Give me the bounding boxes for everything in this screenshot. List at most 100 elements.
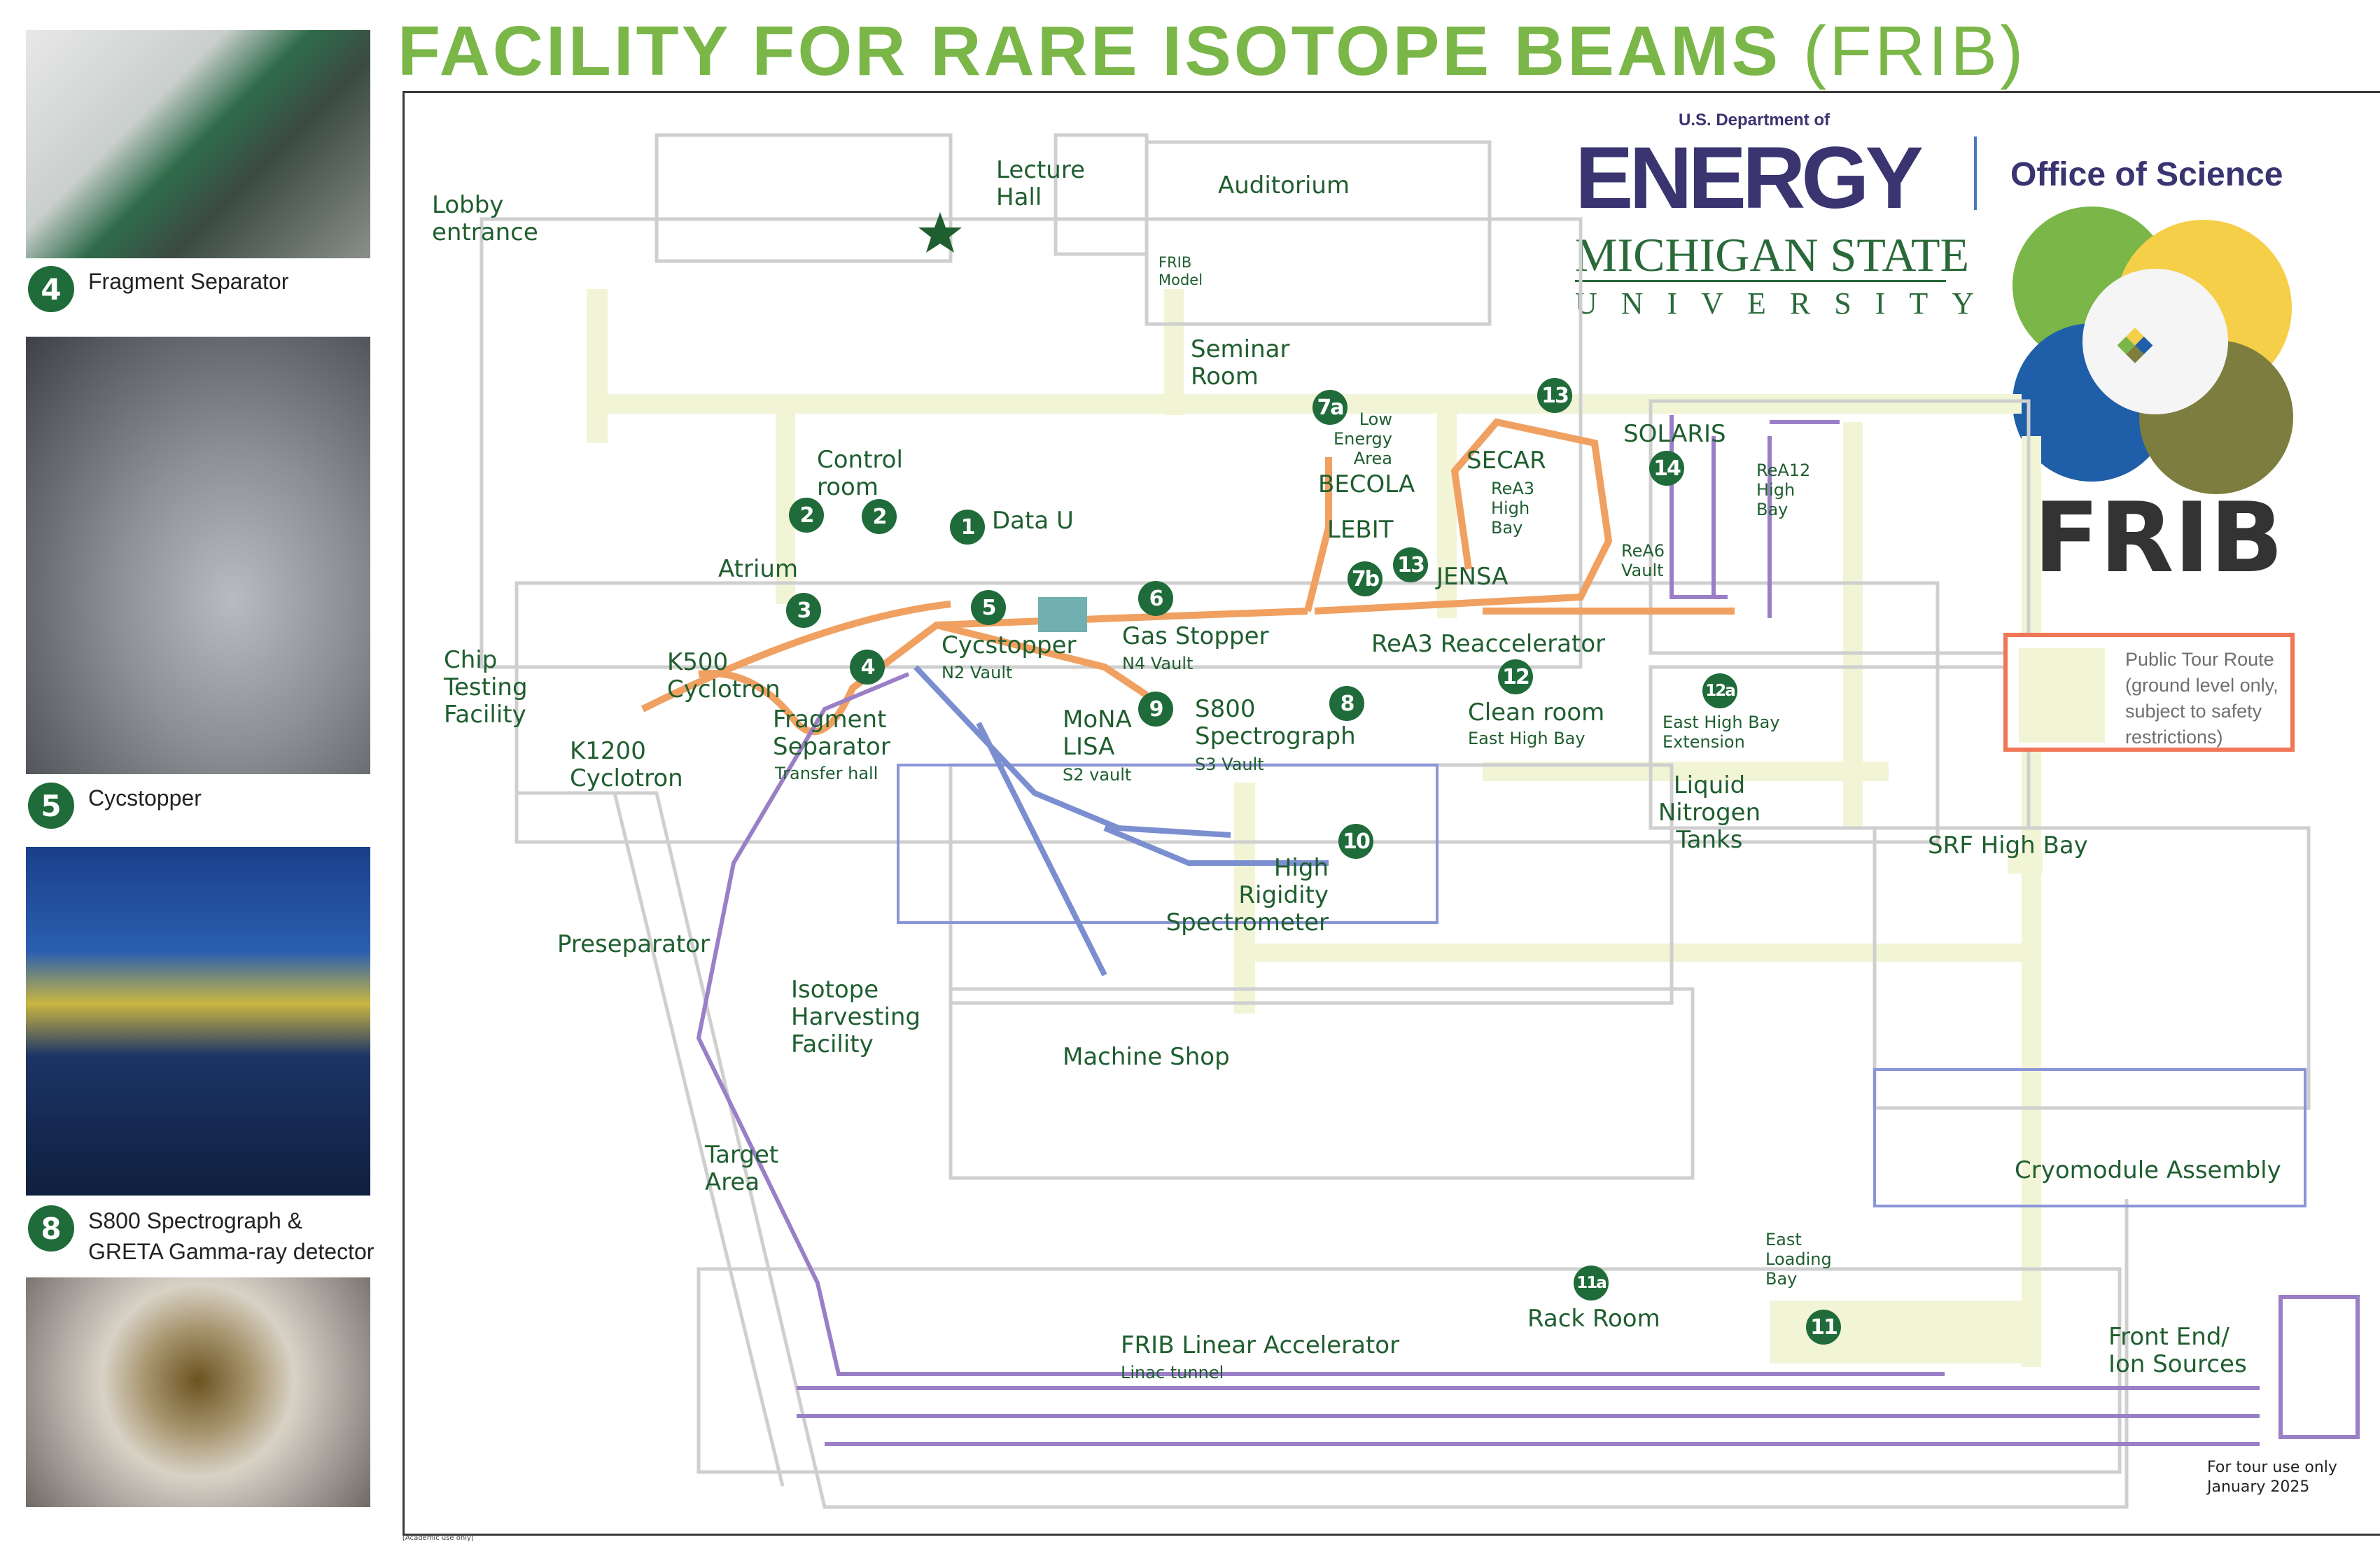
stop-badge-13: 13 bbox=[1537, 378, 1572, 413]
title-abbr: (FRIB) bbox=[1802, 12, 2026, 90]
photo-caption-4: 4 Fragment Separator bbox=[28, 266, 288, 312]
label-front-end: Front End/ Ion Sources bbox=[2108, 1323, 2247, 1378]
stop-badge-6: 6 bbox=[1138, 581, 1173, 616]
label-lebit: LEBIT bbox=[1327, 516, 1394, 544]
label-data-u: Data U bbox=[992, 507, 1074, 535]
label-lecture-hall: Lecture Hall bbox=[996, 156, 1085, 211]
label-east-high-bay: East High Bay bbox=[1468, 729, 1586, 748]
label-rea3-high-bay: ReA3 High Bay bbox=[1491, 479, 1535, 538]
label-transfer-hall: Transfer hall bbox=[775, 764, 878, 783]
frib-logo-graphic bbox=[2012, 206, 2293, 494]
stop-badge-12a: 12a bbox=[1702, 673, 1737, 708]
floor-plan bbox=[479, 133, 2360, 1509]
legend-swatch bbox=[2019, 648, 2105, 743]
cycstopper-equipment bbox=[1038, 597, 1087, 632]
label-gas-stopper: Gas Stopper bbox=[1122, 622, 1269, 650]
frib-logo-text: FRIB bbox=[2033, 482, 2284, 594]
stop-badge-1: 1 bbox=[950, 510, 985, 545]
label-rea3-reaccelerator: ReA3 Reaccelerator bbox=[1371, 630, 1606, 658]
stop-badge-11: 11 bbox=[1806, 1310, 1841, 1345]
label-liquid-nitrogen-tanks: Liquid Nitrogen Tanks bbox=[1658, 771, 1761, 854]
stop-badge-2: 2 bbox=[789, 498, 824, 533]
label-n2-vault: N2 Vault bbox=[941, 663, 1013, 682]
photo-caption-text: Fragment Separator bbox=[88, 269, 289, 294]
stop-badge-5: 5 bbox=[971, 590, 1006, 625]
label-rea12-high-bay: ReA12 High Bay bbox=[1756, 461, 1811, 519]
lobby-star-icon bbox=[918, 212, 962, 253]
title-main: FACILITY FOR RARE ISOTOPE BEAMS bbox=[398, 12, 1782, 90]
label-secar: SECAR bbox=[1466, 447, 1546, 475]
label-k1200: K1200 Cyclotron bbox=[570, 737, 683, 792]
academic-use-note: [Academic use only] bbox=[402, 1534, 474, 1542]
label-solaris: SOLARIS bbox=[1623, 420, 1726, 448]
label-chip-testing: Chip Testing Facility bbox=[444, 646, 528, 729]
stop-badge-9: 9 bbox=[1138, 692, 1173, 727]
photo-badge: 5 bbox=[28, 783, 74, 829]
label-seminar-room: Seminar Room bbox=[1191, 335, 1290, 391]
office-of-science-text: Office of Science bbox=[2010, 156, 2283, 193]
stop-badge-14: 14 bbox=[1649, 451, 1684, 486]
stop-badge-2: 2 bbox=[862, 499, 897, 534]
label-fragment-separator: Fragment Separator bbox=[773, 706, 890, 761]
stop-badge-4: 4 bbox=[850, 650, 885, 685]
msu-logo-line1: MICHIGAN STATE bbox=[1575, 228, 1970, 281]
label-becola: BECOLA bbox=[1318, 470, 1415, 498]
stop-badge-7b: 7b bbox=[1348, 561, 1382, 596]
fragment-separator-photo bbox=[26, 30, 370, 258]
stop-badge-12: 12 bbox=[1498, 659, 1533, 694]
legend-label: Public Tour Route (ground level only, su… bbox=[2125, 649, 2278, 748]
beamline-purple bbox=[696, 415, 2360, 1446]
label-high-rigidity-spectrometer: High Rigidity Spectrometer bbox=[1166, 854, 1329, 937]
doe-energy-logo: ENERGY bbox=[1575, 129, 1924, 227]
label-isotope-harvesting: Isotope Harvesting Facility bbox=[791, 976, 921, 1058]
label-east-loading-bay: East Loading Bay bbox=[1765, 1230, 1832, 1289]
msu-logo-line2: UNIVERSITY bbox=[1575, 286, 1998, 321]
label-rack-room: Rack Room bbox=[1527, 1305, 1660, 1333]
photo-caption-5: 5 Cycstopper bbox=[28, 783, 202, 829]
photo-badge: 4 bbox=[28, 266, 74, 312]
label-s800: S800 Spectrograph bbox=[1195, 695, 1356, 750]
stop-badge-7a: 7a bbox=[1312, 390, 1348, 425]
stop-badge-3: 3 bbox=[786, 593, 821, 628]
label-control-room: Control room bbox=[817, 446, 903, 501]
label-frib-model: FRIB Model bbox=[1158, 254, 1203, 288]
label-clean-room: Clean room bbox=[1468, 699, 1605, 727]
label-frib-linac: FRIB Linear Accelerator bbox=[1121, 1331, 1400, 1359]
label-s2-vault: S2 vault bbox=[1063, 765, 1132, 785]
label-s3-vault: S3 Vault bbox=[1195, 755, 1264, 774]
photo-caption-text: Cycstopper bbox=[88, 785, 202, 811]
label-low-energy-area: Low Energy Area bbox=[1333, 409, 1392, 468]
label-target-area: Target Area bbox=[705, 1141, 779, 1196]
footer-note: For tour use only January 2025 bbox=[2207, 1459, 2337, 1496]
greta-detector-photo bbox=[26, 1277, 370, 1507]
label-preseparator: Preseparator bbox=[557, 930, 710, 958]
label-lobby: Lobby entrance bbox=[432, 191, 538, 246]
label-srf-high-bay: SRF High Bay bbox=[1928, 832, 2088, 860]
label-cryomodule-assembly: Cryomodule Assembly bbox=[2015, 1156, 2281, 1184]
label-k500: K500 Cyclotron bbox=[667, 648, 780, 703]
beamline-blue bbox=[913, 665, 1329, 976]
label-east-high-bay-extension: East High Bay Extension bbox=[1662, 713, 1780, 752]
label-atrium: Atrium bbox=[718, 555, 799, 583]
logo-divider bbox=[1974, 136, 1977, 210]
blue-areas bbox=[897, 764, 2306, 1207]
logo-circle-white bbox=[2082, 269, 2228, 414]
photo-badge: 8 bbox=[28, 1205, 74, 1252]
stop-badge-10: 10 bbox=[1338, 824, 1373, 859]
beamline-orange bbox=[640, 418, 1735, 736]
label-cycstopper: Cycstopper bbox=[941, 631, 1077, 659]
tour-route-legend: Public Tour Route (ground level only, su… bbox=[2003, 633, 2295, 752]
photo-caption-text: S800 Spectrograph & GRETA Gamma-ray dete… bbox=[88, 1208, 374, 1264]
stop-badge-11a: 11a bbox=[1574, 1266, 1609, 1301]
doe-top-text: U.S. Department of bbox=[1679, 111, 1830, 129]
label-n4-vault: N4 Vault bbox=[1122, 654, 1194, 673]
facility-map: Lobby entrance Lecture Hall Auditorium F… bbox=[402, 91, 2380, 1536]
s800-spectrograph-photo bbox=[26, 847, 370, 1196]
label-machine-shop: Machine Shop bbox=[1063, 1043, 1230, 1071]
page-title: FACILITY FOR RARE ISOTOPE BEAMS (FRIB) bbox=[398, 13, 2026, 90]
tour-route bbox=[587, 289, 2043, 1367]
label-jensa: JENSA bbox=[1436, 563, 1508, 591]
photo-caption-8: 8 S800 Spectrograph & GRETA Gamma-ray de… bbox=[28, 1205, 374, 1267]
label-mona-lisa: MoNA LISA bbox=[1063, 706, 1132, 761]
msu-logo-rule bbox=[1575, 280, 1946, 282]
